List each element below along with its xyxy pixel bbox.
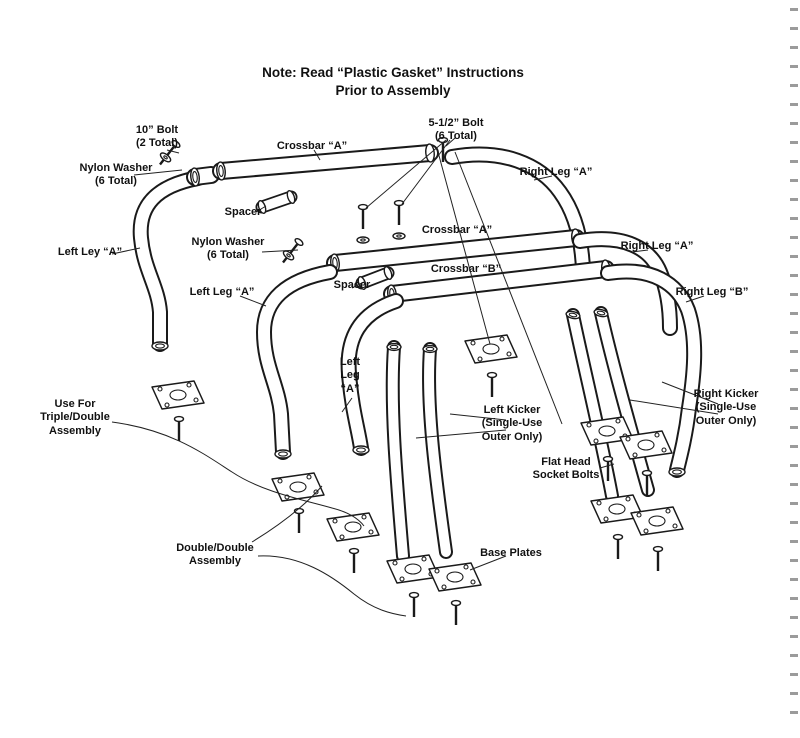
label-right-leg-a-1: Right Leg “A” <box>519 166 593 178</box>
label-left-leg-a-3: Left Leg “A” <box>339 356 361 395</box>
label-flat-head-bolts: Flat Head Socket Bolts <box>532 456 600 482</box>
crossbar-a-top-tube <box>212 143 439 181</box>
right-leg-b-tube <box>600 263 703 478</box>
base-plate <box>630 506 684 536</box>
label-right-leg-b: Right Leg “B” <box>675 286 749 298</box>
label-nylon-washer-2: Nylon Washer (6 Total) <box>191 236 265 262</box>
label-use-for-assembly: Use For Triple/Double Assembly <box>40 398 110 437</box>
label-left-ley-a: Left Ley “A” <box>57 246 123 258</box>
label-spacer-2: Spacer <box>333 279 371 291</box>
left-leg-a-middle-tube <box>256 264 338 460</box>
flat-head-socket-bolt <box>348 547 360 575</box>
label-10-bolt: 10” Bolt (2 Total) <box>135 124 179 150</box>
flat-head-socket-bolt <box>173 415 185 443</box>
crossbar-a-middle-tube <box>326 228 585 273</box>
assembly-grouping-curves <box>111 421 407 617</box>
five-half-bolt-mid-1 <box>356 203 370 244</box>
label-left-kicker: Left Kicker (Single-Use Outer Only) <box>481 404 543 443</box>
label-5-5-bolt: 5-1/2” Bolt (6 Total) <box>428 117 484 143</box>
crossbar-a-top-sleeve <box>186 166 220 187</box>
flat-head-socket-bolt <box>486 371 498 399</box>
label-spacer-1: Spacer <box>224 206 262 218</box>
left-ley-a-tube <box>132 170 206 352</box>
flat-head-socket-bolt <box>450 599 462 627</box>
label-crossbar-b: Crossbar “B” <box>430 263 502 275</box>
label-nylon-washer-1: Nylon Washer (6 Total) <box>79 162 153 188</box>
base-plate <box>619 430 673 460</box>
base-plate <box>464 334 518 364</box>
label-crossbar-a-1: Crossbar “A” <box>276 140 348 152</box>
left-kicker-tube-2 <box>422 342 453 559</box>
base-plate <box>326 512 380 542</box>
leader-lines <box>111 137 719 571</box>
label-base-plates: Base Plates <box>480 547 542 559</box>
base-plate <box>271 472 325 502</box>
label-crossbar-a-2: Crossbar “A” <box>421 224 493 236</box>
flat-head-socket-bolt <box>612 533 624 561</box>
label-left-leg-a-2: Left Leg “A” <box>189 286 255 298</box>
label-double-double-assembly: Double/Double Assembly <box>176 542 254 568</box>
flat-head-socket-bolt <box>293 507 305 535</box>
flat-head-socket-bolt <box>408 591 420 619</box>
spacer-1-tube <box>255 189 298 215</box>
base-plate <box>151 380 205 410</box>
right-leg-a-middle-tube <box>572 231 678 336</box>
label-right-kicker: Right Kicker (Single-Use Outer Only) <box>693 388 759 427</box>
left-kicker-tube-1 <box>385 340 410 563</box>
label-right-leg-a-2: Right Leg “A” <box>620 240 694 252</box>
page-perforation-edge <box>790 8 798 730</box>
note-title: Note: Read “Plastic Gasket” Instructions… <box>262 65 524 99</box>
base-plate <box>428 562 482 592</box>
five-half-bolt-mid-2 <box>392 199 406 240</box>
flat-head-socket-bolt <box>652 545 664 573</box>
left-leg-a-center-tube <box>340 293 404 456</box>
